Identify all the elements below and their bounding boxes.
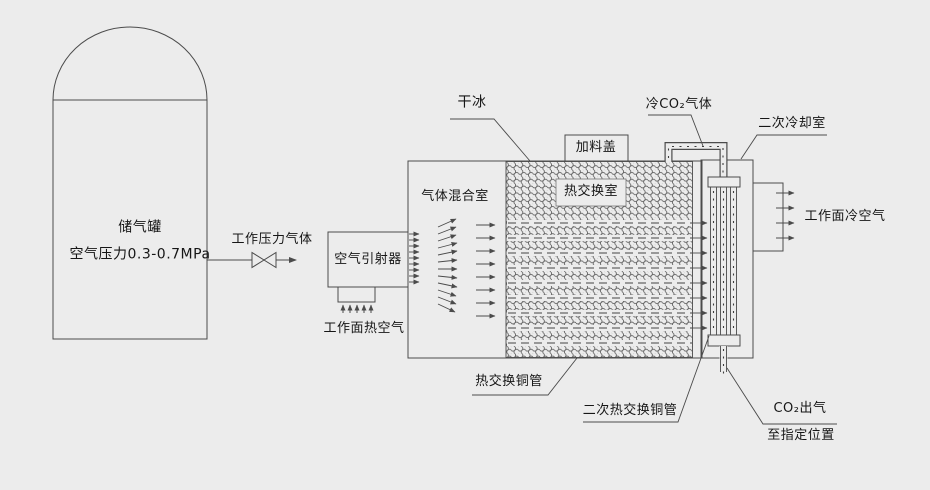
spray-fan-arrows <box>437 218 458 313</box>
feed-cover-box <box>564 134 629 162</box>
heat-exchange-tube-rows <box>507 220 692 346</box>
tank-pressure: 空气压力0.3-0.7MPa <box>69 246 211 262</box>
tank-name: 储气罐 <box>118 219 162 236</box>
label-gas-mixing-chamber: 气体混合室 <box>421 189 489 205</box>
cold-air-arrows <box>776 190 795 241</box>
secondary-tube-bank <box>707 176 741 347</box>
label-dry-ice: 干冰 <box>457 94 487 111</box>
hot-air-intake <box>337 286 376 303</box>
supply-pipe <box>207 251 297 269</box>
dry-ice-leader <box>450 118 531 162</box>
co2-outlet-leader <box>726 367 837 425</box>
label-secondary-cooling-chamber: 二次冷却室 <box>758 116 826 132</box>
cold-co2-leader <box>648 114 704 147</box>
label-working-face-cold-air: 工作面冷空气 <box>804 209 886 225</box>
label-working-face-hot-air: 工作面热空气 <box>323 321 405 337</box>
tank-label: 储气罐 空气压力0.3-0.7MPa <box>69 214 210 267</box>
copper-tube-leader <box>472 357 578 396</box>
label-to-designated-position: 至指定位置 <box>767 428 835 444</box>
label-heat-exchange-chamber: 热交换室 <box>563 184 619 200</box>
label-cold-co2-gas: 冷CO₂气体 <box>645 97 713 113</box>
label-working-pressure-gas: 工作压力气体 <box>231 232 313 248</box>
leader-lines <box>450 114 837 425</box>
inlet-arrows <box>409 231 420 285</box>
label-co2-outlet: CO₂出气 <box>773 401 827 417</box>
co2-transfer-pipe <box>664 142 728 178</box>
secondary-cooling-leader <box>740 134 827 160</box>
valve-icon <box>251 251 277 269</box>
label-feed-cover: 加料盖 <box>575 140 617 156</box>
air-ejector <box>327 231 409 313</box>
mixing-chamber-flow-arrows <box>409 218 496 319</box>
co2-outlet-tube <box>719 346 728 376</box>
storage-tank <box>52 26 208 340</box>
hot-air-up-arrows <box>340 304 374 313</box>
label-air-ejector: 空气引射器 <box>334 252 402 268</box>
label-heat-exchange-copper-tubes: 热交换铜管 <box>475 374 543 390</box>
cold-air-outlet-box <box>752 182 795 252</box>
exit-arrows <box>692 220 708 331</box>
secondary-cooling-chamber <box>664 142 754 376</box>
heat-exchange-chamber-label-box <box>555 178 627 207</box>
label-secondary-heat-exchange-copper-tubes: 二次热交换铜管 <box>582 403 678 419</box>
secondary-copper-tube-leader <box>583 335 710 423</box>
straight-flow-arrows <box>476 222 496 319</box>
